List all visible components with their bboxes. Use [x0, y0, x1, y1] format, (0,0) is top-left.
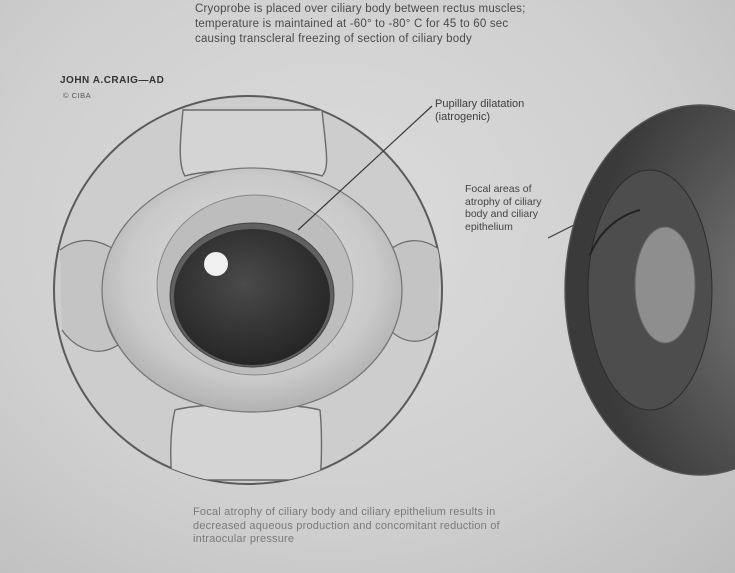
- caption-bottom-line: decreased aqueous production and concomi…: [193, 520, 623, 534]
- label-line: body and ciliary: [465, 208, 541, 221]
- caption-top-line: causing transcleral freezing of section …: [195, 32, 615, 47]
- caption-top: Cryoprobe is placed over ciliary body be…: [195, 2, 615, 47]
- label-line: (iatrogenic): [435, 111, 524, 124]
- lower-retractor: [171, 404, 322, 480]
- artist-signature: JOHN A.CRAIG—AD: [60, 75, 164, 86]
- label-pupillary-dilatation: Pupillary dilatation (iatrogenic): [435, 98, 524, 124]
- signature-name: JOHN A.CRAIG: [60, 75, 138, 86]
- label-line: Pupillary dilatation: [435, 98, 524, 111]
- label-line: atrophy of ciliary: [465, 196, 541, 209]
- caption-top-line: temperature is maintained at -60° to -80…: [195, 17, 615, 32]
- label-line: Focal areas of: [465, 183, 541, 196]
- caption-bottom-line: Focal atrophy of ciliary body and ciliar…: [193, 506, 623, 520]
- label-focal-atrophy: Focal areas of atrophy of ciliary body a…: [465, 183, 541, 233]
- dilated-pupil: [174, 229, 330, 365]
- caption-bottom-line: intraocular pressure: [193, 533, 623, 547]
- corneal-highlight: [204, 252, 228, 276]
- side-view-lens: [635, 227, 695, 343]
- signature-suffix: —AD: [138, 75, 164, 86]
- caption-bottom: Focal atrophy of ciliary body and ciliar…: [193, 506, 623, 547]
- caption-top-line: Cryoprobe is placed over ciliary body be…: [195, 2, 615, 17]
- upper-retractor: [180, 110, 326, 176]
- label-line: epithelium: [465, 221, 541, 234]
- copyright-mark: © CIBA: [63, 91, 91, 100]
